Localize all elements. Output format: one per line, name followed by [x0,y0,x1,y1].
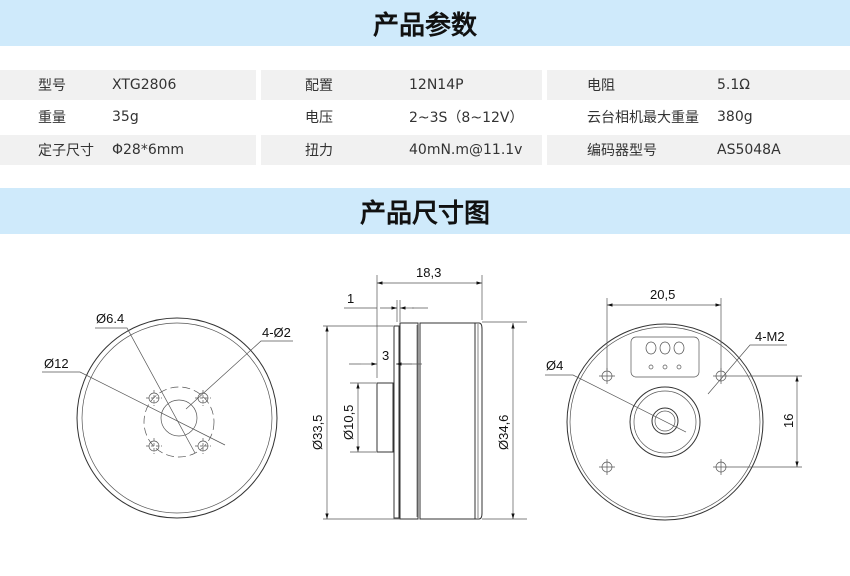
spec-row: 型号 XTG2806 配置 12N14P 电阻 5.1Ω [0,70,850,100]
spec-value: Φ28*6mm [112,142,185,158]
spec-value: XTG2806 [112,77,177,93]
front-view: Ø6.4 Ø12 4-Ø2 [42,311,293,519]
spec-value: 2~3S（8~12V） [409,110,524,126]
spec-key: 扭力 [305,143,333,159]
spec-key: 型号 [38,78,66,94]
side-view: 18,3 1 3 Ø33,5 Ø10,5 Ø34,6 [310,265,527,520]
spec-value: 380g [717,109,753,125]
dim-3: 3 [382,348,389,363]
spec-value: 35g [112,109,139,125]
spec-key: 定子尺寸 [38,143,94,159]
dim-d12: Ø12 [44,356,69,371]
dim-d10-5: Ø10,5 [341,405,356,440]
spec-key: 编码器型号 [587,143,657,159]
dim-16: 16 [781,414,796,428]
dim-d34-6: Ø34,6 [496,415,511,450]
spec-key: 电压 [305,110,333,126]
dimensions-title: 产品尺寸图 [0,188,850,234]
spec-key: 电阻 [587,78,615,94]
dim-d33-5: Ø33,5 [310,415,325,450]
dim-d4: Ø4 [546,358,563,373]
dim-length: 18,3 [416,265,441,280]
spec-value: AS5048A [717,142,781,158]
dim-4-d2: 4-Ø2 [262,325,291,340]
spec-key: 云台相机最大重量 [587,110,699,126]
dim-1: 1 [347,291,354,306]
back-view: 20,5 4-M2 Ø4 16 [545,287,802,521]
dim-d6-4: Ø6.4 [96,311,124,326]
params-title: 产品参数 [0,0,850,46]
spec-key: 重量 [38,110,66,126]
spec-value: 12N14P [409,77,464,93]
dim-4-m2: 4-M2 [755,329,785,344]
spec-row: 定子尺寸 Φ28*6mm 扭力 40mN.m@11.1v 编码器型号 AS5048A [0,135,850,165]
spec-row: 重量 35g 电压 2~3S（8~12V） 云台相机最大重量 380g [0,102,850,132]
spec-value: 5.1Ω [717,77,750,93]
spec-key: 配置 [305,78,333,94]
dim-20-5: 20,5 [650,287,675,302]
spec-value: 40mN.m@11.1v [409,142,523,158]
